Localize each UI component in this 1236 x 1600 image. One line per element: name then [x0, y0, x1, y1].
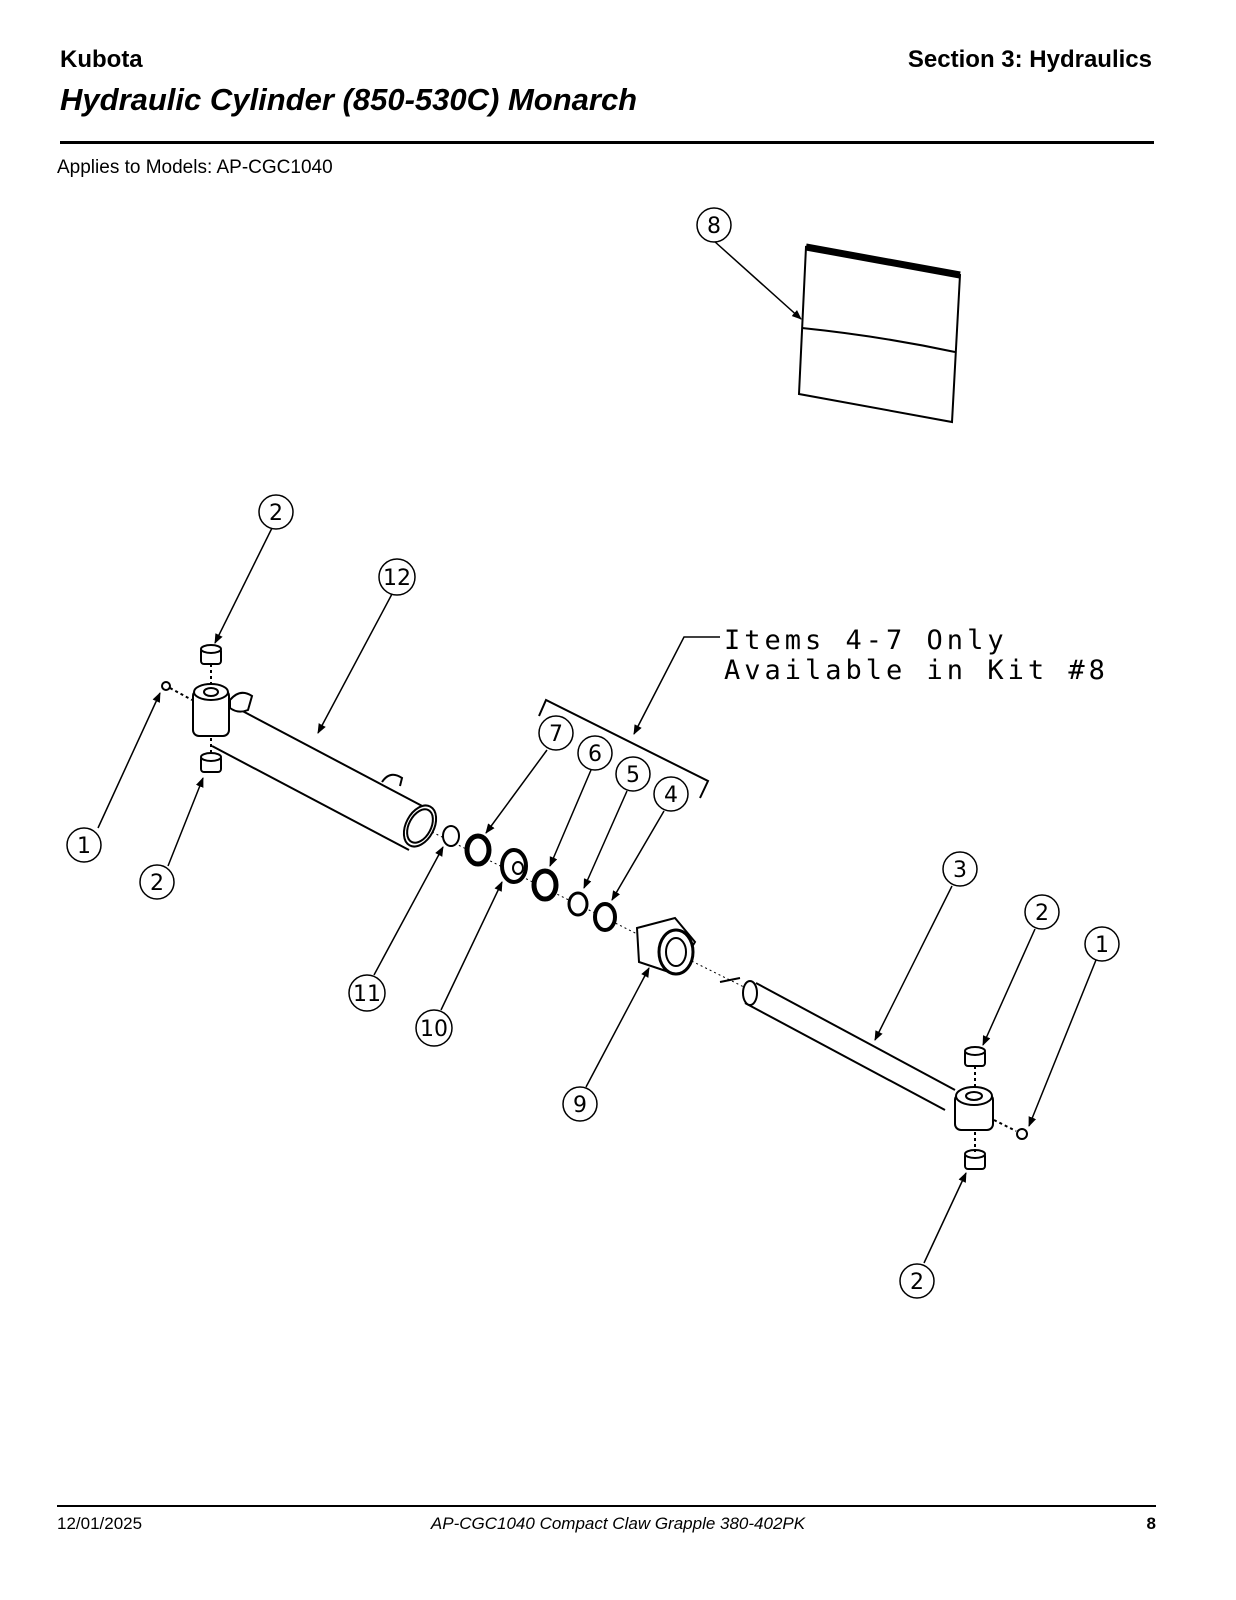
callout-2-right: 2 [1024, 894, 1060, 930]
callout-7: 7 [538, 715, 574, 751]
callout-1-left: 1 [66, 827, 102, 863]
brand-name: Kubota [60, 46, 143, 73]
svg-text:3: 3 [953, 858, 967, 883]
svg-text:5: 5 [626, 763, 640, 788]
footer-document-name: AP-CGC1040 Compact Claw Grapple 380-402P… [430, 1514, 806, 1533]
callout-4: 4 [653, 776, 689, 812]
cylinder-internal-parts [442, 825, 697, 976]
svg-text:11: 11 [353, 982, 381, 1007]
section-title: Section 3: Hydraulics [907, 46, 1152, 73]
svg-text:10: 10 [420, 1017, 448, 1042]
kit-note: Items 4-7 Only Available in Kit #8 [538, 625, 1109, 799]
cylinder-barrel [161, 644, 438, 851]
svg-text:6: 6 [588, 742, 602, 767]
callout-2-bottom-left: 2 [139, 864, 175, 900]
callout-2-top-left: 2 [258, 494, 294, 530]
callout-2-bottom-right: 2 [899, 1263, 935, 1299]
callout-9: 9 [562, 1086, 598, 1122]
svg-text:2: 2 [150, 871, 164, 896]
callout-10: 10 [415, 1009, 453, 1047]
header-divider [60, 141, 1154, 144]
svg-text:1: 1 [77, 834, 91, 859]
svg-text:9: 9 [573, 1093, 587, 1118]
callout-12: 12 [378, 558, 416, 596]
svg-text:1: 1 [1095, 933, 1109, 958]
applies-to-models: Applies to Models: AP-CGC1040 [57, 157, 333, 178]
page-title: Hydraulic Cylinder (850-530C) Monarch [60, 82, 638, 117]
callout-1-right: 1 [1084, 926, 1120, 962]
svg-text:4: 4 [664, 783, 678, 808]
callout-11: 11 [348, 974, 386, 1012]
callout-5: 5 [615, 756, 651, 792]
kit-note-line2: Available in Kit #8 [724, 655, 1109, 686]
callout-3: 3 [942, 851, 978, 887]
svg-text:2: 2 [910, 1270, 924, 1295]
callout-8: 8 [696, 207, 732, 243]
svg-text:7: 7 [549, 722, 563, 747]
callout-6: 6 [577, 735, 613, 771]
svg-text:12: 12 [383, 566, 411, 591]
footer-date: 12/01/2025 [57, 1514, 143, 1533]
footer-divider [57, 1505, 1156, 1507]
kit-note-line1: Items 4-7 Only [724, 625, 1008, 656]
cylinder-rod [719, 977, 1028, 1170]
page-number: 8 [1146, 1514, 1156, 1533]
svg-text:2: 2 [1035, 901, 1049, 926]
seal-kit-bag [797, 243, 962, 424]
svg-text:8: 8 [707, 214, 721, 239]
svg-text:2: 2 [269, 501, 283, 526]
leader-lines [97, 240, 1097, 1264]
